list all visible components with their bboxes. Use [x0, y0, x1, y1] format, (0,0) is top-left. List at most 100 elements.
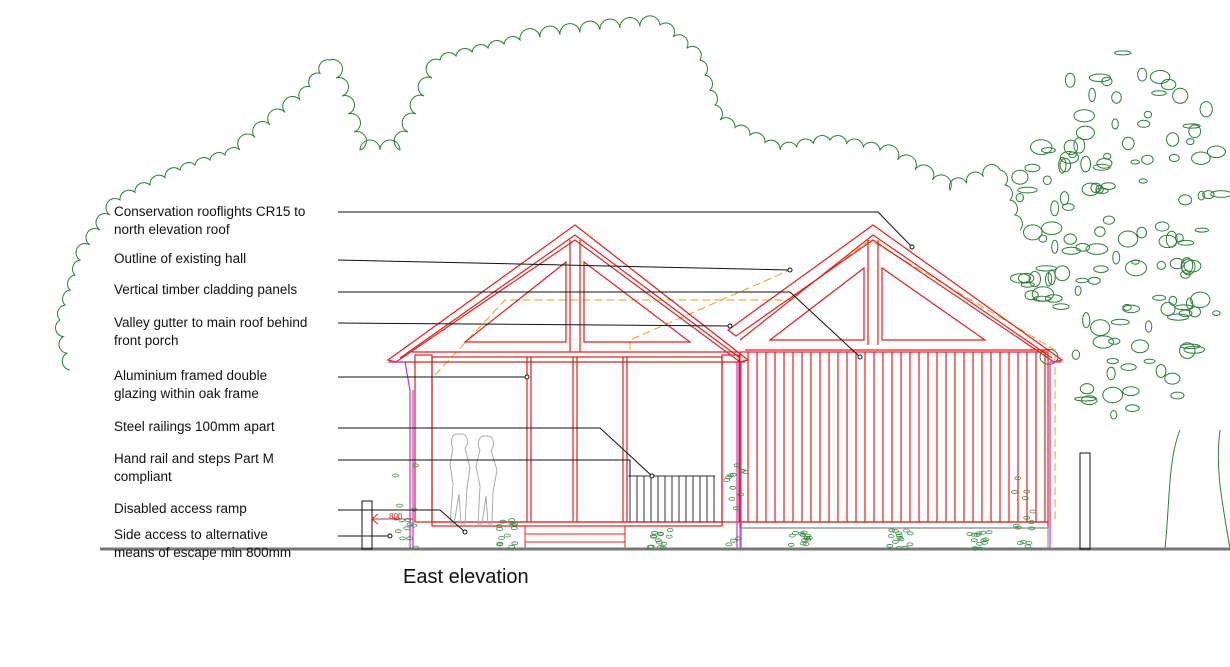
plant-leaf: [659, 545, 667, 550]
plant-leaf: [1021, 496, 1029, 500]
plant-leaf: [503, 533, 511, 538]
leaf-cluster: [1174, 233, 1184, 243]
plant-leaf: [901, 545, 909, 550]
annotation-cladding: Vertical timber cladding panels: [114, 282, 298, 297]
leaf-cluster: [1108, 337, 1121, 345]
leaf-cluster: [1090, 182, 1102, 194]
leaf-cluster: [1030, 139, 1053, 156]
drawing-title: East elevation: [403, 566, 529, 588]
plant-leaf: [730, 538, 737, 543]
plant-leaf: [733, 463, 741, 468]
leaf-cluster: [1024, 290, 1039, 301]
plant-leaf: [971, 546, 979, 551]
plant-leaf: [499, 519, 507, 524]
plant-leaf: [510, 526, 518, 530]
leader-lines: [337, 211, 913, 537]
leaf-cluster: [1212, 310, 1221, 317]
annotation-ramp: Disabled access ramp: [114, 501, 247, 516]
leaf-cluster: [1188, 124, 1202, 139]
plant-leaf: [725, 542, 733, 547]
plant-leaf: [799, 532, 807, 537]
leaf-cluster: [1020, 281, 1035, 288]
leaf-cluster: [1112, 250, 1121, 265]
leaf-cluster: [1110, 318, 1130, 326]
plant-leaf: [657, 531, 664, 536]
leaf-cluster: [1111, 91, 1122, 104]
leaf-cluster: [1136, 226, 1147, 239]
plant-leaf: [1023, 515, 1031, 520]
leaf-cluster: [1158, 234, 1177, 249]
leaf-cluster: [1165, 230, 1178, 248]
plant-leaf: [1023, 489, 1031, 494]
leaf-cluster: [1160, 301, 1176, 317]
leaf-cluster: [1131, 259, 1140, 265]
leaf-cluster: [1166, 132, 1180, 147]
leaf-cluster: [1102, 386, 1124, 404]
leaf-cluster: [1199, 101, 1213, 118]
leaf-cluster: [1156, 260, 1167, 270]
leaf-cluster: [1075, 243, 1091, 252]
plant-leaf: [897, 537, 905, 542]
plant-leaf: [1025, 541, 1033, 545]
tree-canopy-outline: [55, 15, 1023, 371]
leaf-cluster: [1009, 273, 1032, 284]
leaf-cluster: [1059, 151, 1080, 164]
leaf-cluster: [1180, 257, 1194, 274]
plant-leaf: [412, 545, 419, 550]
plant-leaf: [985, 530, 993, 535]
plant-leaf: [907, 531, 914, 536]
leaf-cluster: [1194, 227, 1210, 233]
plant-leaf: [725, 475, 733, 480]
leaf-cluster: [1092, 163, 1111, 171]
leaf-cluster: [1144, 320, 1153, 333]
leaf-cluster: [1093, 265, 1109, 274]
plant-leaf: [509, 522, 517, 527]
leaf-cluster: [1023, 224, 1043, 241]
leaf-cluster: [1064, 72, 1076, 88]
leaf-cluster: [1017, 186, 1038, 194]
plant-leaf: [412, 463, 419, 468]
leaf-cluster: [1167, 313, 1190, 321]
leaf-cluster: [1111, 118, 1119, 130]
plant-leaf: [666, 528, 674, 532]
leaf-cluster: [1068, 151, 1077, 159]
plant-leaf: [728, 496, 736, 501]
leaf-cluster: [1178, 194, 1193, 206]
leaf-cluster: [1059, 191, 1070, 206]
leaf-cluster: [1172, 87, 1189, 104]
leaf-cluster: [1160, 78, 1177, 91]
plant-leaf: [887, 534, 895, 538]
leaf-cluster: [1103, 152, 1112, 160]
leaf-cluster: [1088, 87, 1096, 103]
plant-leaf: [1014, 525, 1022, 530]
leaf-cluster: [1050, 200, 1060, 217]
main-building: [726, 224, 1064, 550]
plant-leaf: [886, 543, 894, 548]
bollard-right: [1079, 452, 1091, 550]
downpipes: [388, 361, 1062, 549]
leaf-cluster: [1191, 151, 1211, 165]
leaf-cluster: [1095, 187, 1109, 195]
plant-leaf: [665, 534, 673, 539]
leaf-cluster: [1155, 364, 1167, 378]
plant-leaf: [649, 534, 657, 539]
leaf-cluster: [1079, 383, 1095, 395]
plant-leaf: [511, 541, 519, 546]
leaf-cluster: [1042, 175, 1052, 186]
people-figures: [449, 433, 498, 525]
leaf-cluster: [1137, 67, 1148, 82]
plant-leaf: [906, 542, 914, 547]
leaf-cluster: [1080, 395, 1098, 406]
plant-leaf: [975, 531, 983, 536]
leaf-cluster: [1143, 358, 1156, 364]
leaf-cluster: [1202, 190, 1215, 200]
leaf-cluster: [1170, 391, 1185, 400]
leaf-cluster: [1090, 319, 1111, 337]
leaf-cluster: [1074, 396, 1097, 402]
plant-leaf: [392, 516, 400, 521]
plant-leaf: [976, 546, 983, 551]
plant-leaf: [737, 492, 745, 497]
steel-railings: [628, 475, 715, 522]
